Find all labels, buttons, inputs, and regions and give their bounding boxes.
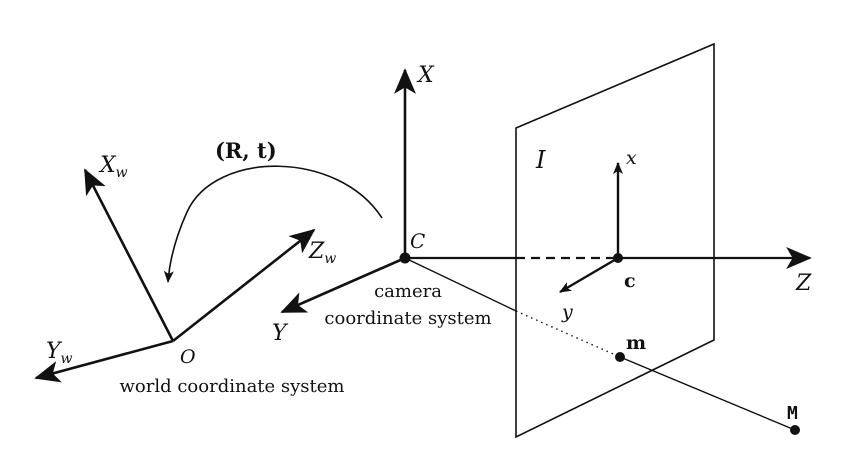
principal-point-label: c bbox=[624, 270, 636, 292]
world-axis-yw-subscript: w bbox=[61, 351, 73, 367]
image-axis-x-label: x bbox=[626, 147, 637, 169]
world-point-label: M bbox=[787, 403, 798, 424]
world-axis-zw-subscript: w bbox=[324, 251, 336, 267]
world-caption: world coordinate system bbox=[119, 376, 344, 397]
world-axis-zw-label: Zw bbox=[308, 239, 336, 267]
axis-z-label: Z bbox=[795, 271, 812, 296]
principal-point bbox=[613, 253, 623, 263]
image-axis-y-arrow bbox=[559, 256, 619, 294]
transform-label: (R, t) bbox=[215, 138, 277, 163]
image-axis-y-label: y bbox=[561, 301, 573, 323]
projection-ray-solid bbox=[404, 257, 517, 312]
world-axis-zw-main: Z bbox=[308, 239, 325, 264]
image-plane bbox=[515, 42, 715, 439]
camera-center-label: C bbox=[410, 229, 425, 253]
image-point-label: m bbox=[626, 332, 646, 354]
projection-ray-dotted bbox=[515, 310, 621, 358]
world-axis-xw-arrow bbox=[83, 168, 175, 342]
transform-curve-arrow bbox=[163, 165, 383, 283]
world-point-M bbox=[790, 425, 800, 435]
world-axis-yw-arrow bbox=[34, 339, 174, 383]
world-axis-zw-arrow bbox=[172, 228, 316, 343]
axis-x-label: X bbox=[416, 63, 435, 88]
axis-y-label: Y bbox=[272, 321, 289, 346]
camera-center-point bbox=[399, 252, 411, 264]
image-point-m bbox=[615, 352, 625, 362]
world-axis-xw-subscript: w bbox=[116, 165, 128, 181]
world-origin-label: O bbox=[180, 346, 196, 368]
world-axis-xw-main: X bbox=[98, 153, 117, 178]
camera-caption-line2: coordinate system bbox=[324, 308, 491, 329]
world-axis-yw-main: Y bbox=[46, 339, 63, 364]
projection-ray-to-point bbox=[619, 356, 796, 431]
world-axis-xw-label: Xw bbox=[98, 153, 128, 181]
camera-caption-line1: camera bbox=[374, 281, 442, 302]
image-plane-label: I bbox=[535, 146, 546, 174]
world-axis-yw-label: Yw bbox=[46, 339, 73, 367]
axis-y-arrow bbox=[280, 256, 406, 314]
